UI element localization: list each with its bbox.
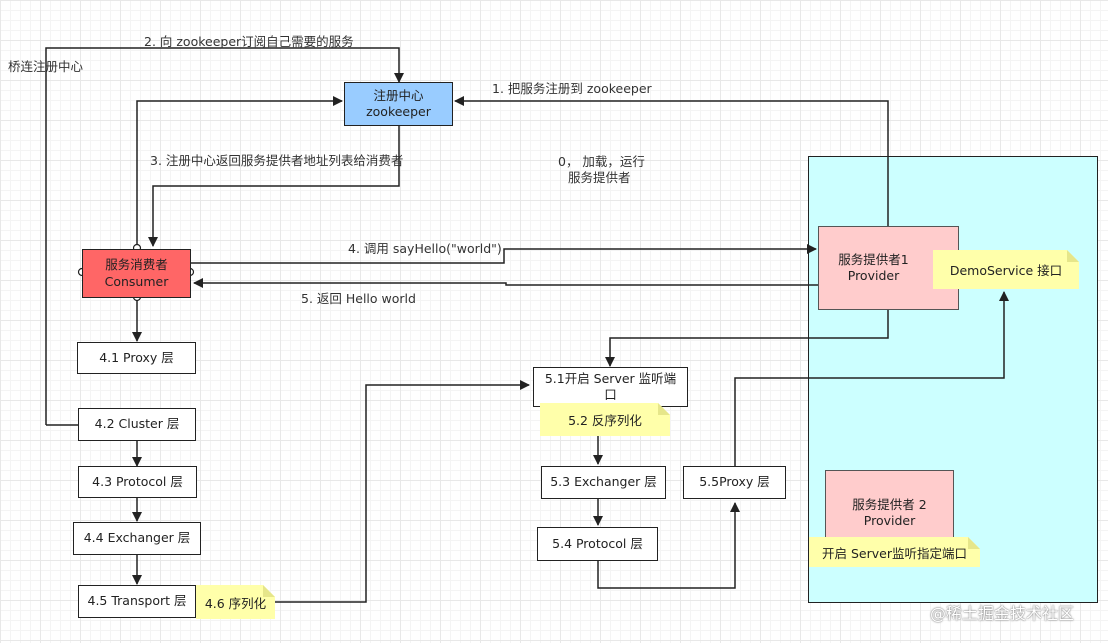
server-listen-node: 5.1开启 Server 监听端口 — [533, 367, 688, 407]
consumer-title: 服务消费者 — [105, 257, 168, 273]
server-listen-line1: 5.1开启 Server 监听端 — [544, 370, 677, 386]
edge-invoke — [190, 244, 817, 264]
edge-reply — [193, 278, 818, 288]
provider2-title: 服务提供者 2 — [852, 497, 927, 512]
consumer-subtitle: Consumer — [104, 273, 169, 289]
proxy-layer: 4.1 Proxy 层 — [77, 342, 196, 374]
registry-title: 注册中心 — [373, 87, 424, 103]
edge-subscribe — [45, 47, 404, 425]
edge-proxy-demoservice — [734, 291, 1009, 466]
provider1-subtitle: Provider — [847, 268, 900, 283]
demoservice-note: DemoService 接口 — [933, 250, 1079, 289]
serialize-note: 4.6 序列化 — [196, 585, 275, 619]
transport-layer: 4.5 Transport 层 — [78, 585, 196, 618]
bridge-label: 桥连注册中心 — [8, 59, 84, 74]
edge-provider-server — [605, 310, 889, 367]
load-label-line1: 0， 加载，运行 — [558, 154, 645, 169]
edge-protocol-proxy — [597, 502, 740, 589]
registry-subtitle: zookeeper — [366, 104, 431, 119]
server-protocol-layer: 5.4 Protocol 层 — [537, 527, 658, 561]
deserialize-note: 5.2 反序列化 — [540, 403, 670, 436]
open-server-note: 开启 Server监听指定端口 — [809, 537, 980, 567]
server-proxy-layer: 5.5Proxy 层 — [683, 466, 786, 499]
edge-register — [454, 96, 889, 226]
subscribe-label: 2. 向 zookeeper订阅自己需要的服务 — [144, 34, 354, 49]
cluster-layer: 4.2 Cluster 层 — [78, 408, 196, 441]
return-list-label: 3. 注册中心返回服务提供者地址列表给消费者 — [150, 153, 404, 168]
load-label-line2: 服务提供者 — [568, 170, 631, 185]
edge-consumer-registry — [136, 96, 343, 249]
edge-return-list — [148, 126, 400, 247]
provider1-title: 服务提供者1 — [838, 251, 909, 267]
provider2-subtitle: Provider — [863, 513, 916, 529]
edge-transport-server — [275, 380, 530, 603]
reply-label: 5. 返回 Hello world — [301, 291, 416, 306]
exchanger-layer: 4.4 Exchanger 层 — [73, 522, 201, 555]
server-exchanger-layer: 5.3 Exchanger 层 — [541, 466, 666, 499]
watermark: @稀土掘金技术社区 — [930, 604, 1075, 623]
protocol-layer: 4.3 Protocol 层 — [78, 466, 197, 498]
server-listen-line2: 口 — [604, 387, 617, 402]
invoke-label: 4. 调用 sayHello("world") — [348, 241, 502, 256]
register-label: 1. 把服务注册到 zookeeper — [492, 81, 652, 96]
